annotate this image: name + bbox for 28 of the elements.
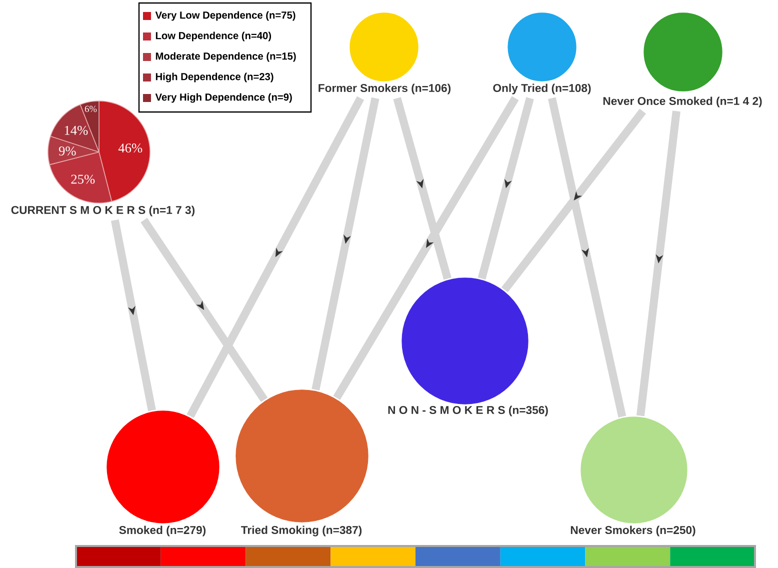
arrow <box>333 96 519 400</box>
arrow <box>110 219 156 412</box>
arrow <box>478 97 534 280</box>
arrow <box>312 97 380 391</box>
legend-label: Very High Dependence (n=9) <box>155 93 292 103</box>
percent-label: 46% <box>118 144 142 153</box>
arrow <box>140 218 268 402</box>
node-label: Tried Smoking (n=387) <box>241 526 362 536</box>
node-label: Never Smokers (n=250) <box>570 526 696 536</box>
legend-label: Low Dependence (n=40) <box>156 32 272 42</box>
percent-label: 25% <box>71 174 95 184</box>
arrow <box>501 108 646 292</box>
percent-label: 14% <box>64 126 88 135</box>
node-label: CURRENT S M O K E R S (n=1 7 3) <box>11 206 194 216</box>
legend-label: Moderate Dependence (n=15) <box>156 52 296 62</box>
legend-label: Very Low Dependence (n=75) <box>155 11 296 21</box>
arrow <box>548 97 626 418</box>
node-label: Only Tried (n=108) <box>493 84 591 94</box>
node-label: Former Smokers (n=106) <box>318 84 451 94</box>
arrow <box>186 96 364 418</box>
arrow <box>636 110 680 416</box>
arrow <box>393 97 452 280</box>
percent-label: 6% <box>84 106 97 112</box>
percent-label: 9% <box>58 146 76 156</box>
node-label: Never Once Smoked (n=1 4 2) <box>603 96 762 108</box>
legend-label: High Dependence (n=23) <box>156 72 274 82</box>
node-label: Smoked (n=279) <box>119 526 206 536</box>
node-label: N O N - S M O K E R S (n=356) <box>388 406 548 416</box>
